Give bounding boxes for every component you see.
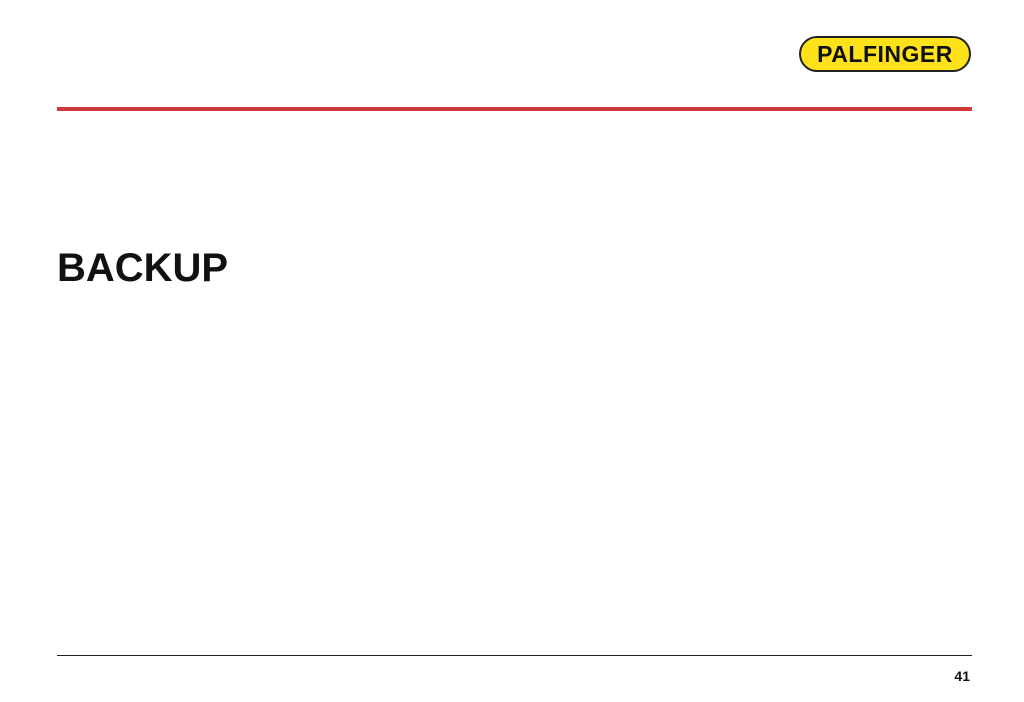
page-number: 41 [954,668,970,684]
header-divider [57,107,972,111]
logo-text: PALFINGER [817,40,953,67]
footer-divider [57,655,972,656]
palfinger-logo: PALFINGER [799,36,971,72]
slide-title: BACKUP [57,246,229,290]
